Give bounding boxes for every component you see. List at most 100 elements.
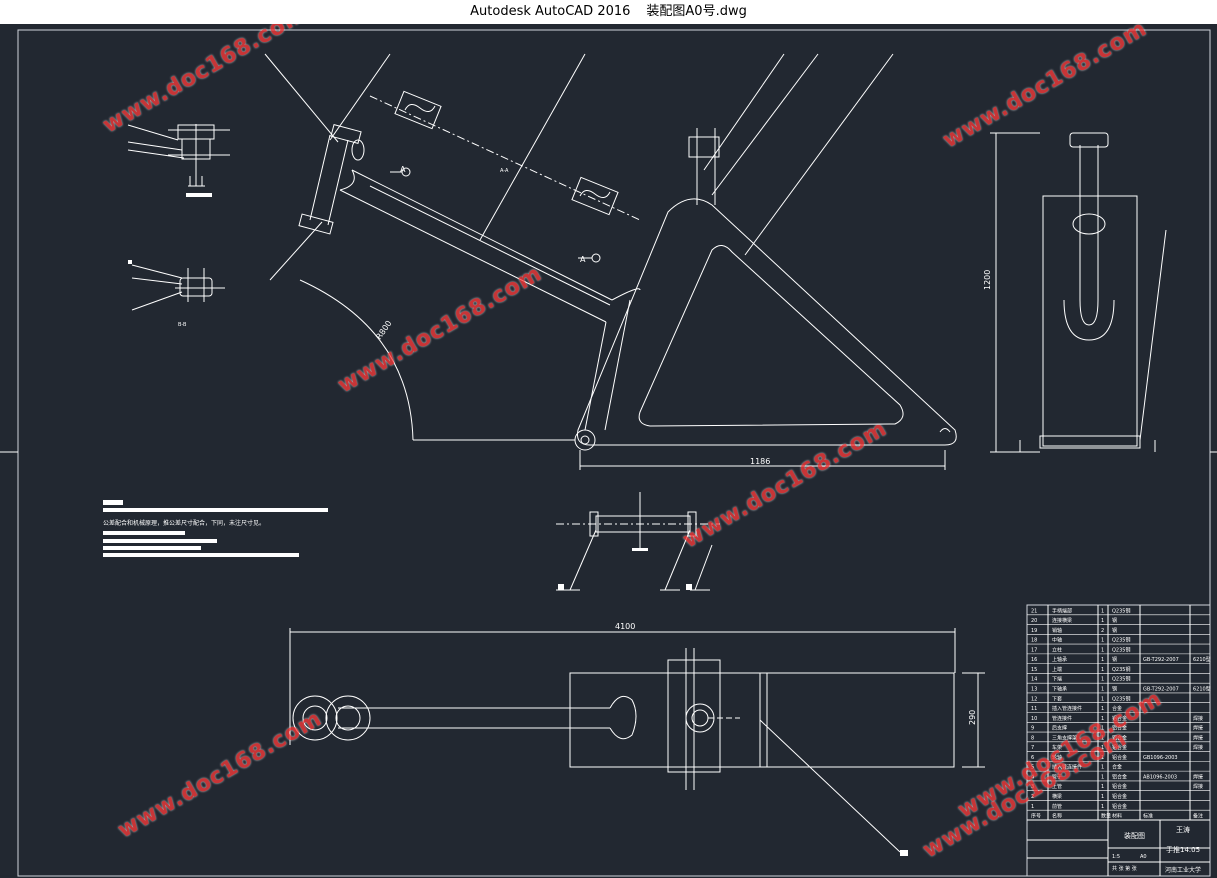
bom-cell-mat: 钢: [1112, 686, 1117, 693]
bom-cell-name: 下轴承: [1052, 686, 1067, 693]
bom-cell-mat: 铝合金: [1112, 725, 1127, 732]
bom-cell-no: 3: [1031, 784, 1034, 790]
bom-cell-mat: 铝合金: [1112, 773, 1127, 780]
bom-cell-no: 15: [1031, 667, 1037, 673]
cad-drawing: 1186 4100 1200 R800 290 A A B-B A-A 公差配合…: [0, 29, 1217, 877]
technical-notes: 公差配合和机械原理，推公差尺寸配合，下同，未注尺寸见。: [103, 500, 328, 557]
bom-cell-mat: 材料: [1112, 813, 1122, 820]
bom-cell-name: 手柄端部: [1052, 607, 1072, 614]
bom-cell-no: 20: [1031, 618, 1037, 624]
bom-cell-qty: 1: [1101, 706, 1104, 712]
bom-cell-std: GB-T292-2007: [1143, 687, 1179, 693]
bom-cell-note: 6210型: [1193, 656, 1211, 663]
bom-cell-no: 16: [1031, 657, 1037, 663]
bom-cell-no: 9: [1031, 726, 1034, 732]
bom-cell-no: 10: [1031, 716, 1037, 722]
dim-right-height: 1200: [983, 270, 992, 290]
bom-cell-mat: Q235钢: [1112, 646, 1130, 653]
bom-cell-no: 12: [1031, 696, 1037, 702]
title-block: 装配图 王涛 手推14.05 河南工业大学 1:5 共 张 第 张 A0: [1112, 825, 1201, 874]
bom-cell-qty: 1: [1101, 726, 1104, 732]
drawing-canvas[interactable]: 1186 4100 1200 R800 290 A A B-B A-A 公差配合…: [0, 24, 1217, 878]
bom-cell-mat: 铝合金: [1112, 715, 1127, 722]
top-view: [289, 628, 985, 856]
bom-cell-qty: 1: [1101, 774, 1104, 780]
bom-cell-mat: 钢: [1112, 656, 1117, 663]
bom-cell-qty: 1: [1101, 677, 1104, 683]
bom-cell-qty: 1: [1101, 618, 1104, 624]
bom-cell-no: 18: [1031, 638, 1037, 644]
bom-cell-no: 8: [1031, 735, 1034, 741]
detail-diagonal: [394, 90, 619, 216]
bom-cell-qty: 2: [1101, 628, 1104, 634]
bom-cell-no: 序号: [1031, 813, 1041, 820]
bom-cell-mat: 铝合金: [1112, 783, 1127, 790]
title-rev: 共 张 第 张: [1112, 865, 1137, 872]
bom-cell-name: 下套: [1052, 695, 1062, 702]
bom-cell-mat: 铝合金: [1112, 744, 1127, 751]
bom-cell-name: 管子: [1052, 773, 1062, 780]
bom-cell-name: 三角支撑架: [1052, 734, 1077, 741]
bom-cell-name: 前管: [1052, 803, 1062, 810]
bom-cell-qty: 数量: [1101, 813, 1111, 820]
bike-frame-side-view: [264, 53, 957, 470]
bom-cell-qty: 1: [1101, 687, 1104, 693]
bom-cell-name: 中轴: [1052, 637, 1062, 644]
bom-cell-note: 6210型: [1193, 686, 1211, 693]
bom-cell-name: 上端: [1052, 666, 1062, 673]
app-title: Autodesk AutoCAD 2016: [470, 4, 631, 19]
title-sheet: A0: [1140, 854, 1147, 860]
title-designation: 手推14.05: [1166, 845, 1200, 854]
dim-base-length: 4100: [615, 622, 635, 631]
bom-cell-no: 17: [1031, 647, 1037, 653]
bom-cell-note: 备注: [1193, 813, 1203, 820]
bom-cell-mat: 铝合金: [1112, 793, 1127, 800]
bom-cell-qty: 1: [1101, 784, 1104, 790]
title-drawing-name: 装配图: [1124, 831, 1145, 840]
bom-cell-note: 焊接: [1193, 773, 1203, 780]
bom-cell-qty: 1: [1101, 794, 1104, 800]
bom-cell-name: 连接横梁: [1052, 617, 1072, 624]
bom-cell-qty: 1: [1101, 804, 1104, 810]
bom-cell-name: 插入管连接件: [1052, 705, 1082, 712]
bom-cell-note: 焊接: [1193, 725, 1203, 732]
title-scale: 1:5: [1112, 854, 1120, 860]
bom-cell-name: 插入管连接件: [1052, 764, 1082, 771]
front-view: [990, 132, 1167, 453]
bom-cell-mat: Q235钢: [1112, 637, 1130, 644]
bom-cell-mat: 合金: [1112, 764, 1122, 771]
bom-cell-qty: 1: [1101, 745, 1104, 751]
bom-cell-name: 销轴: [1052, 627, 1062, 634]
bom-cell-no: 11: [1031, 706, 1037, 712]
bom-cell-no: 7: [1031, 745, 1034, 751]
title-designer: 王涛: [1176, 825, 1190, 834]
title-school: 河南工业大学: [1165, 866, 1201, 874]
dim-arc-radius: R800: [374, 319, 393, 341]
bom-cell-mat: Q235钢: [1112, 666, 1130, 673]
bom-cell-std: 标准: [1143, 813, 1153, 820]
bom-cell-mat: 铝合金: [1112, 803, 1127, 810]
axle-detail: [556, 492, 720, 591]
bom-cell-std: GB-T292-2007: [1143, 657, 1179, 663]
bom-cell-name: 管连接件: [1052, 715, 1072, 722]
bom-cell-qty: 1: [1101, 696, 1104, 702]
bom-cell-no: 4: [1031, 774, 1034, 780]
view-label-a: A: [400, 165, 406, 174]
bom-cell-no: 19: [1031, 628, 1037, 634]
bom-cell-qty: 1: [1101, 716, 1104, 722]
notes-text: 公差配合和机械原理，推公差尺寸配合，下同，未注尺寸见。: [103, 519, 265, 527]
bom-cell-name: 上管: [1052, 783, 1062, 790]
bom-cell-name: 车架: [1052, 744, 1062, 751]
bom-cell-note: 焊接: [1193, 783, 1203, 790]
bom-cell-name: 立柱: [1052, 646, 1062, 653]
detail-section-top: [127, 124, 230, 197]
bom-cell-name: 上轴承: [1052, 656, 1067, 663]
bom-cell-no: 13: [1031, 687, 1037, 693]
section-label-a: A-A: [500, 168, 509, 174]
view-label-a2: A: [580, 255, 586, 264]
dim-part-height: 290: [968, 710, 977, 725]
bom-cell-mat: Q235钢: [1112, 676, 1130, 683]
bom-cell-mat: 铝合金: [1112, 754, 1127, 761]
bom-cell-qty: 1: [1101, 657, 1104, 663]
